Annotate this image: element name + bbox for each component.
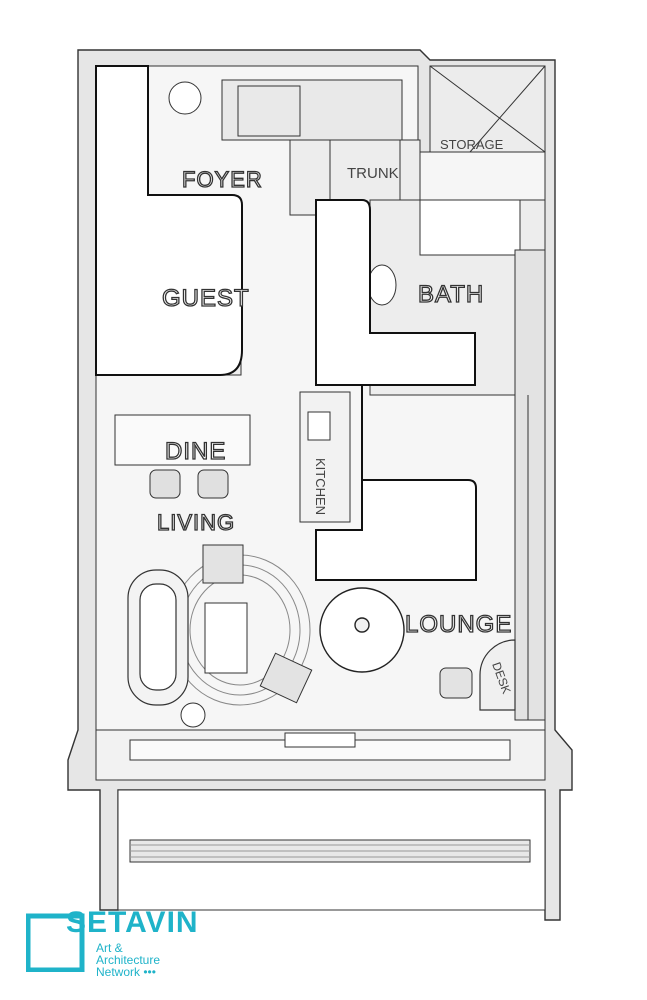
label-dine: DINE — [165, 438, 226, 465]
right-window-wall — [514, 249, 546, 721]
setavin-logo: SETAVIN Art & Architecture Network ••• — [26, 906, 206, 980]
label-guest: GUEST — [162, 285, 250, 312]
central-block — [315, 199, 477, 581]
foyer-closet — [168, 79, 403, 141]
label-trunk: TRUNK — [347, 165, 399, 182]
logo-brand: SETAVIN — [66, 906, 199, 939]
lounge-table — [319, 587, 405, 673]
logo-dots: ••• — [143, 965, 156, 979]
guest-counter — [95, 65, 243, 376]
label-bath: BATH — [418, 281, 484, 308]
logo-subtitle-line1: Art & — [96, 941, 123, 955]
kitchen-counter — [299, 391, 351, 523]
armchairs — [202, 544, 473, 704]
desk — [479, 639, 516, 711]
side-tables — [180, 702, 206, 728]
label-foyer: FOYER — [182, 167, 263, 192]
dining-bar — [114, 414, 251, 466]
logo-subtitle: Art & Architecture Network ••• — [96, 942, 206, 978]
label-kitchen: KITCHEN — [313, 458, 328, 515]
dining-chairs — [149, 469, 229, 499]
room-labels: FOYER TRUNK STORAGE GUEST BATH DINE KITC… — [156, 137, 513, 696]
logo-subtitle-line3: Network — [96, 965, 141, 979]
sofa — [127, 569, 189, 706]
logo-frame-icon — [26, 913, 85, 972]
coffee-table — [204, 602, 248, 674]
storage-room — [429, 65, 546, 153]
label-living: LIVING — [157, 510, 235, 535]
logo-subtitle-line2: Architecture — [96, 953, 161, 967]
label-lounge: LOUNGE — [405, 611, 512, 638]
balcony — [95, 729, 546, 911]
label-storage: STORAGE — [440, 137, 504, 152]
